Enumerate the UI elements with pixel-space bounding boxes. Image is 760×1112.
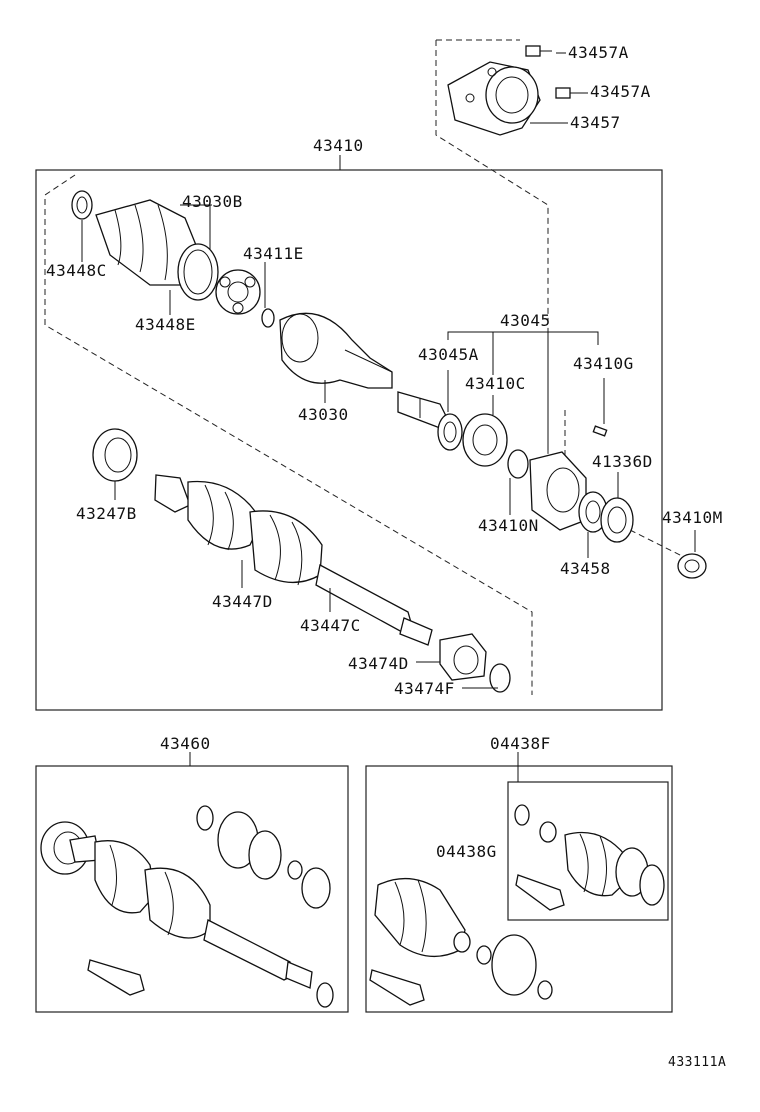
- boot-clamp-43448C: [71, 190, 93, 220]
- seal-ring-43247B: [92, 428, 138, 482]
- main-guide-line: [44, 174, 533, 695]
- shaft-assembly-43460-drawing: [40, 805, 334, 1008]
- label-43411E: 43411E: [243, 244, 304, 263]
- center-bearing-bracket: [447, 61, 541, 136]
- snap-ring-43411E: [261, 308, 275, 328]
- label-43410M: 43410M: [662, 508, 723, 527]
- label-43410G: 43410G: [573, 354, 634, 373]
- bracket-bolt-lower: [555, 87, 580, 99]
- label-43448C: 43448C: [46, 261, 107, 280]
- label-43458: 43458: [560, 559, 611, 578]
- label-43247B: 43247B: [76, 504, 137, 523]
- bearing-housing: [529, 451, 587, 531]
- axle-shaft-43447: [154, 474, 433, 646]
- part-labels: 43457A 43457A 43457 43410 43030B 43448C …: [46, 43, 726, 1070]
- main-assembly-frame: [35, 169, 663, 711]
- boot-clamp-43448E: [177, 243, 219, 301]
- label-43448E: 43448E: [135, 315, 196, 334]
- label-41336D: 41336D: [592, 452, 653, 471]
- label-43410C: 43410C: [465, 374, 526, 393]
- boot-43474D: [439, 633, 487, 681]
- label-43447C: 43447C: [300, 616, 361, 635]
- figure-code: 433111A: [668, 1055, 726, 1070]
- snap-ring-43410N: [507, 449, 529, 479]
- bracket-bolt-upper: [525, 45, 552, 57]
- label-43030: 43030: [298, 405, 349, 424]
- clamp-43474F: [489, 663, 511, 693]
- label-43410: 43410: [313, 136, 364, 155]
- dust-cover-41336D: [600, 497, 634, 543]
- label-04438F: 04438F: [490, 734, 551, 753]
- center-bearing-43410C: [462, 413, 508, 467]
- leader-43045: [447, 331, 599, 345]
- seal-43458: [578, 491, 608, 533]
- kit-04438F-frame: [365, 765, 673, 1013]
- label-43447D: 43447D: [212, 592, 273, 611]
- seal-guide: [629, 529, 691, 561]
- label-43457A-upper: 43457A: [568, 43, 629, 62]
- oil-seal-43410M: [677, 553, 707, 579]
- snap-ring-43045A: [437, 413, 463, 451]
- label-43045: 43045: [500, 311, 551, 330]
- label-43457: 43457: [570, 113, 621, 132]
- label-43474D: 43474D: [348, 654, 409, 673]
- label-43410N: 43410N: [478, 516, 539, 535]
- label-43474F: 43474F: [394, 679, 455, 698]
- pin-43410G: [592, 425, 608, 437]
- inboard-joint-43030: [279, 312, 393, 389]
- label-43457A-lower: 43457A: [590, 82, 651, 101]
- label-04438G: 04438G: [436, 842, 497, 861]
- label-43460: 43460: [160, 734, 211, 753]
- label-43030B: 43030B: [182, 192, 243, 211]
- label-43045A: 43045A: [418, 345, 479, 364]
- assembly-43460-frame: [35, 765, 349, 1013]
- kit-04438G-frame: [507, 781, 669, 921]
- boot-kit-04438F-drawing: [369, 804, 665, 1006]
- tripod-joint-43411E: [215, 269, 261, 315]
